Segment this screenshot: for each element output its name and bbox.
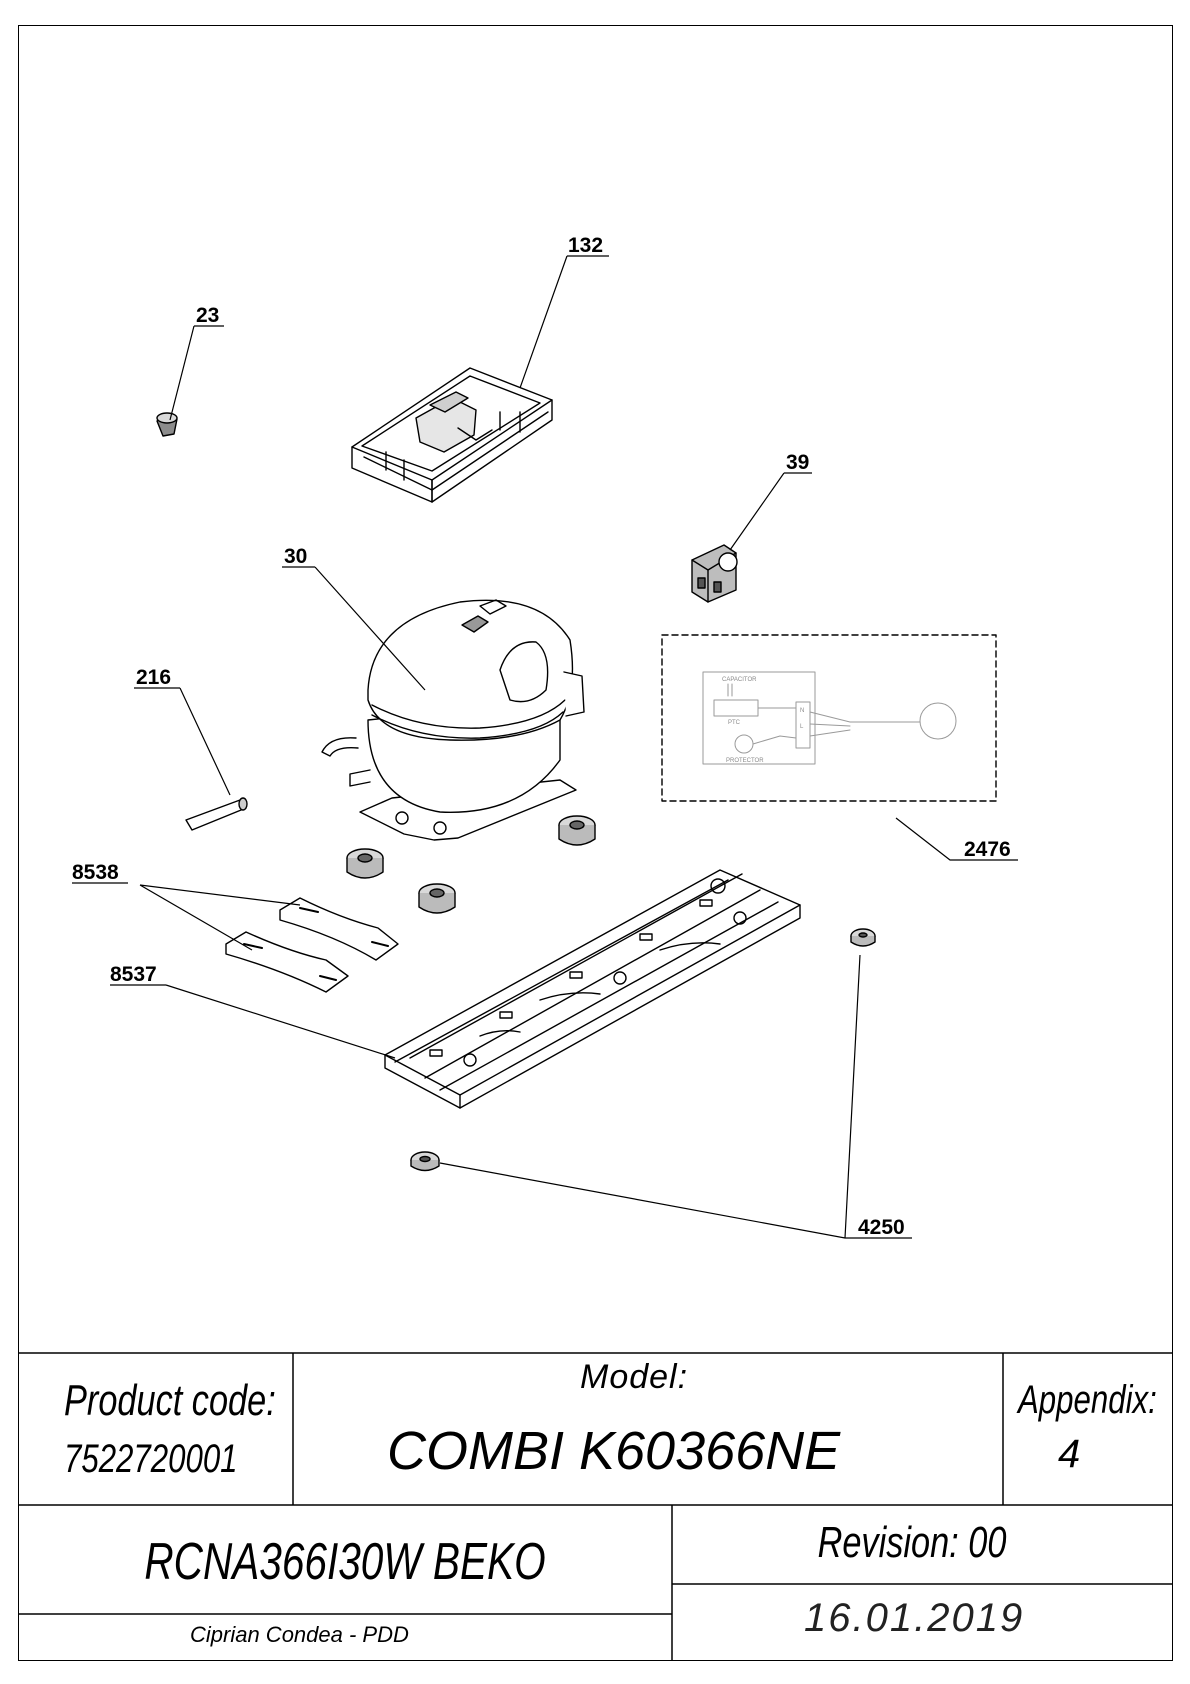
- part-30-compressor: [321, 599, 585, 841]
- part-2476-wiring-schematic: [661, 634, 997, 802]
- drawing-sheet: [18, 25, 1173, 1661]
- title-block-grid: [18, 1352, 1173, 1661]
- callout-8538: 8538: [72, 861, 119, 884]
- part-39-relay: [691, 544, 738, 603]
- callout-23: 23: [196, 304, 219, 327]
- part-216-tube: [185, 797, 248, 831]
- callout-4250: 4250: [858, 1216, 905, 1239]
- callout-2476: 2476: [964, 838, 1011, 861]
- product-code-label: Product code:: [64, 1376, 276, 1425]
- schematic-terminal-n-label: N: [800, 708, 804, 714]
- parts-8538-8537-pads: [225, 897, 399, 993]
- schematic-ptc-label: PTC: [728, 720, 741, 726]
- callout-8537: 8537: [110, 963, 157, 986]
- product-name: RCNA366I30W BEKO: [144, 1533, 546, 1591]
- schematic-terminal-l-label: L: [800, 724, 804, 730]
- author: Ciprian Condea - PDD: [190, 1622, 409, 1647]
- callout-30: 30: [284, 545, 307, 568]
- callout-39: 39: [786, 451, 809, 474]
- schematic-capacitor-label: CAPACITOR: [722, 677, 757, 683]
- schematic-protector-label: PROTECTOR: [726, 758, 764, 764]
- revision-date: 16.01.2019: [804, 1596, 1025, 1640]
- model-value: COMBI K60366NE: [387, 1421, 841, 1481]
- callout-132: 132: [568, 234, 603, 257]
- callout-216: 216: [136, 666, 171, 689]
- part-23-grommet: [156, 412, 178, 437]
- product-code-value: 7522720001: [64, 1437, 238, 1481]
- part-4250-screws: [410, 928, 876, 1172]
- revision: Revision: 00: [817, 1518, 1007, 1567]
- appendix-value: 4: [1058, 1432, 1081, 1476]
- appendix-label: Appendix:: [1018, 1378, 1157, 1422]
- model-label: Model:: [580, 1358, 689, 1396]
- compressor-grommets: [346, 815, 596, 914]
- leader-lines: [72, 255, 1018, 1239]
- part-132-terminal-cover: [351, 367, 553, 503]
- compressor-base-rails: [384, 869, 801, 1109]
